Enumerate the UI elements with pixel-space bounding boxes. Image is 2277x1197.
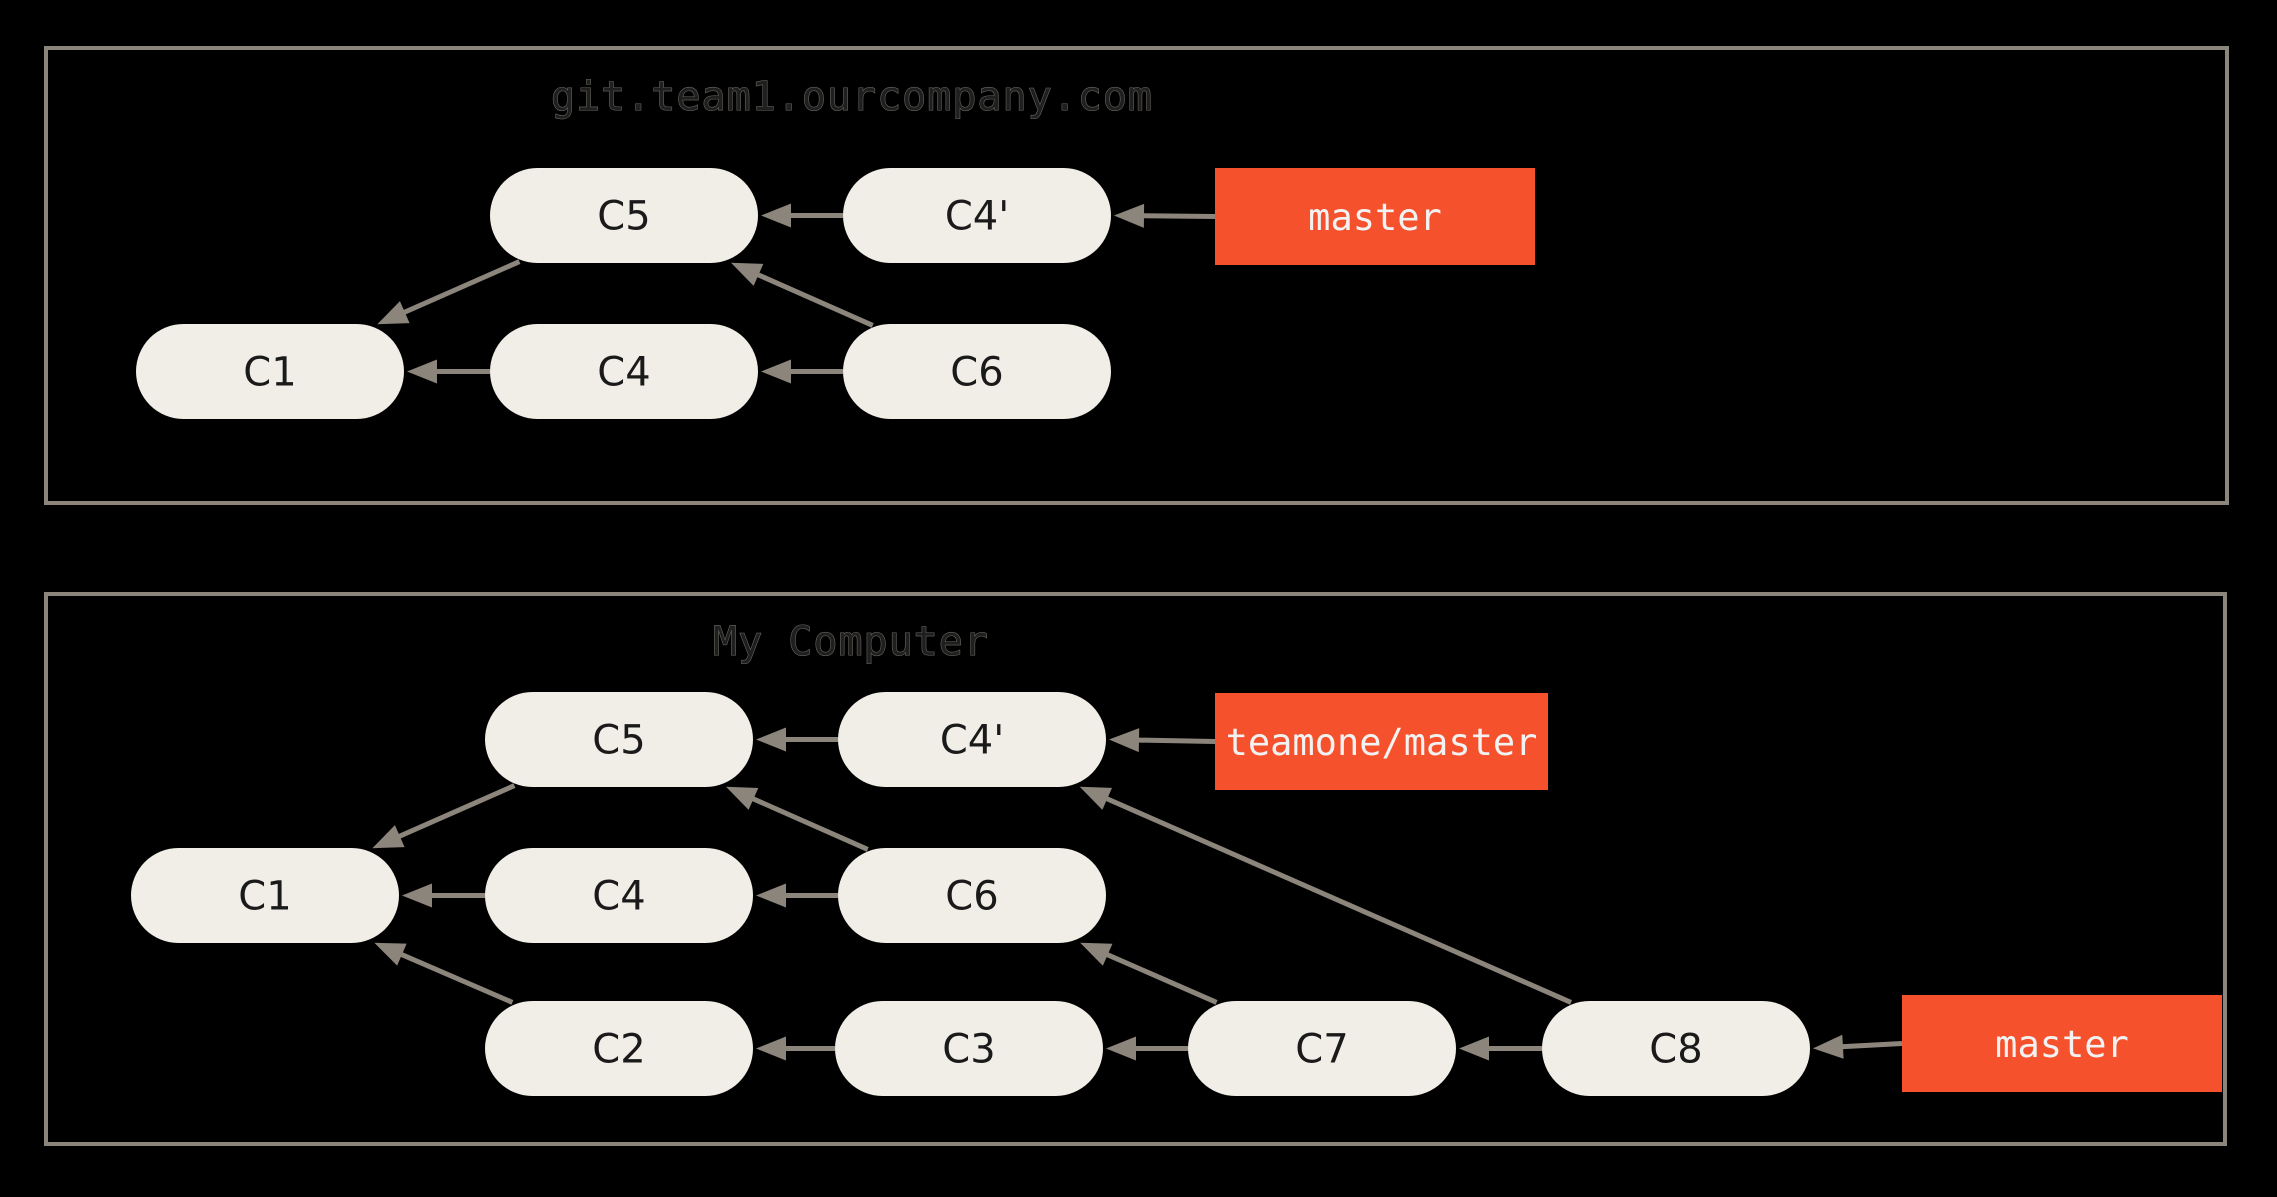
commit-shape[interactable] [1542,1001,1810,1096]
edge-c6-to-c5-line [753,271,874,328]
ref-boxes: teamone/master master [1215,693,2222,1092]
commit-shape[interactable] [131,848,399,943]
commit-node-C1[interactable]: C1 [136,324,404,419]
commit-label: C8 [1649,1027,1702,1073]
commit-shape[interactable] [1188,1001,1456,1096]
edge-c6-to-c4-head [761,359,791,384]
commit-node-C4p[interactable]: C4' [838,692,1106,787]
commit-label: C4' [940,718,1004,764]
commit-node-C4[interactable]: C4 [490,324,758,419]
panel-frame [44,46,2229,505]
panel-title: My Computer [713,619,989,665]
ref-shape[interactable] [1215,168,1535,265]
commit-shape[interactable] [835,1001,1103,1096]
edge-c5-to-c1-line [400,259,521,317]
panel-title: git.team1.ourcompany.com [551,74,1153,120]
edge-c4-to-c5-head [761,203,791,228]
edge-c4-to-c5-head [756,727,786,752]
commit-label: C2 [592,1027,645,1073]
edges [377,203,1216,384]
commit-shape[interactable] [838,848,1106,943]
edge-c5-to-c1-line [395,783,516,841]
edge-c3-to-c2-head [756,1036,786,1061]
commit-shape[interactable] [485,1001,753,1096]
edge-c7-to-c6-line [1102,950,1218,1005]
commit-label: C5 [592,718,645,764]
commit-label: C4' [945,194,1009,240]
commit-nodes: C1 C4 C6 C5 C4' [136,168,1111,419]
commit-node-C5[interactable]: C5 [485,692,753,787]
edge-master-to-c8-line [1838,1041,1903,1050]
edge-teamone-master-to-c4--head [1108,728,1140,753]
commit-node-C4[interactable]: C4 [485,848,753,943]
commit-node-C4p[interactable]: C4' [843,168,1111,263]
edges [372,727,1903,1061]
edge-teamone-master-to-c4--line [1134,737,1216,744]
edge-c6-to-c5-head [731,262,764,286]
edge-c6-to-c5-line [748,795,869,852]
commit-node-C3[interactable]: C3 [835,1001,1103,1096]
commit-label: C3 [942,1027,995,1073]
edge-c5-to-c1-head [372,825,405,849]
edge-c7-to-c3-head [1106,1036,1136,1061]
commit-shape[interactable] [838,692,1106,787]
commit-node-C6[interactable]: C6 [838,848,1106,943]
edge-c6-to-c5-head [726,786,759,810]
edge-c8-to-c4--head [1079,786,1113,810]
ref-label-teamone-master[interactable]: teamone/master [1215,693,1548,790]
ref-label-master[interactable]: master [1902,995,2222,1092]
edge-c8-to-c7-head [1459,1036,1489,1061]
commit-node-C6[interactable]: C6 [843,324,1111,419]
panel-frame [44,592,2227,1146]
edge-master-to-c4--line [1139,213,1216,219]
commit-label: C5 [597,194,650,240]
commit-shape[interactable] [490,324,758,419]
ref-label-master[interactable]: master [1215,168,1535,265]
commit-label: C4 [597,350,650,396]
ref-text: master [1995,1023,2129,1066]
commit-label: C7 [1295,1027,1348,1073]
ref-text: master [1308,196,1442,239]
edge-c4-to-c1-head [407,359,437,384]
edge-master-to-c8-head [1812,1034,1844,1059]
edge-c4-to-c1-head [402,883,432,908]
commit-shape[interactable] [485,692,753,787]
edge-c2-to-c1-line [397,950,514,1005]
commit-shape[interactable] [136,324,404,419]
edge-c7-to-c6-head [1080,942,1113,966]
commit-shape[interactable] [485,848,753,943]
edge-c5-to-c1-head [377,301,410,325]
commit-label: C1 [238,874,291,920]
edge-c8-to-c4--line [1102,794,1573,1005]
commit-nodes: C1 C4 C6 C5 C4' C2 C3 C7 C8 [131,692,1810,1096]
edge-master-to-c4--head [1113,203,1145,228]
commit-node-C2[interactable]: C2 [485,1001,753,1096]
commit-node-C1[interactable]: C1 [131,848,399,943]
commit-label: C6 [945,874,998,920]
ref-boxes: master [1215,168,1535,265]
commit-shape[interactable] [843,324,1111,419]
commit-label: C1 [243,350,296,396]
ref-shape[interactable] [1902,995,2222,1092]
commit-node-C8[interactable]: C8 [1542,1001,1810,1096]
edge-c2-to-c1-head [374,942,407,966]
commit-label: C6 [950,350,1003,396]
ref-text: teamone/master [1226,721,1538,764]
ref-shape[interactable] [1215,693,1548,790]
commit-shape[interactable] [490,168,758,263]
commit-node-C5[interactable]: C5 [490,168,758,263]
commit-node-C7[interactable]: C7 [1188,1001,1456,1096]
commit-label: C4 [592,874,645,920]
edge-c6-to-c4-head [756,883,786,908]
commit-shape[interactable] [843,168,1111,263]
